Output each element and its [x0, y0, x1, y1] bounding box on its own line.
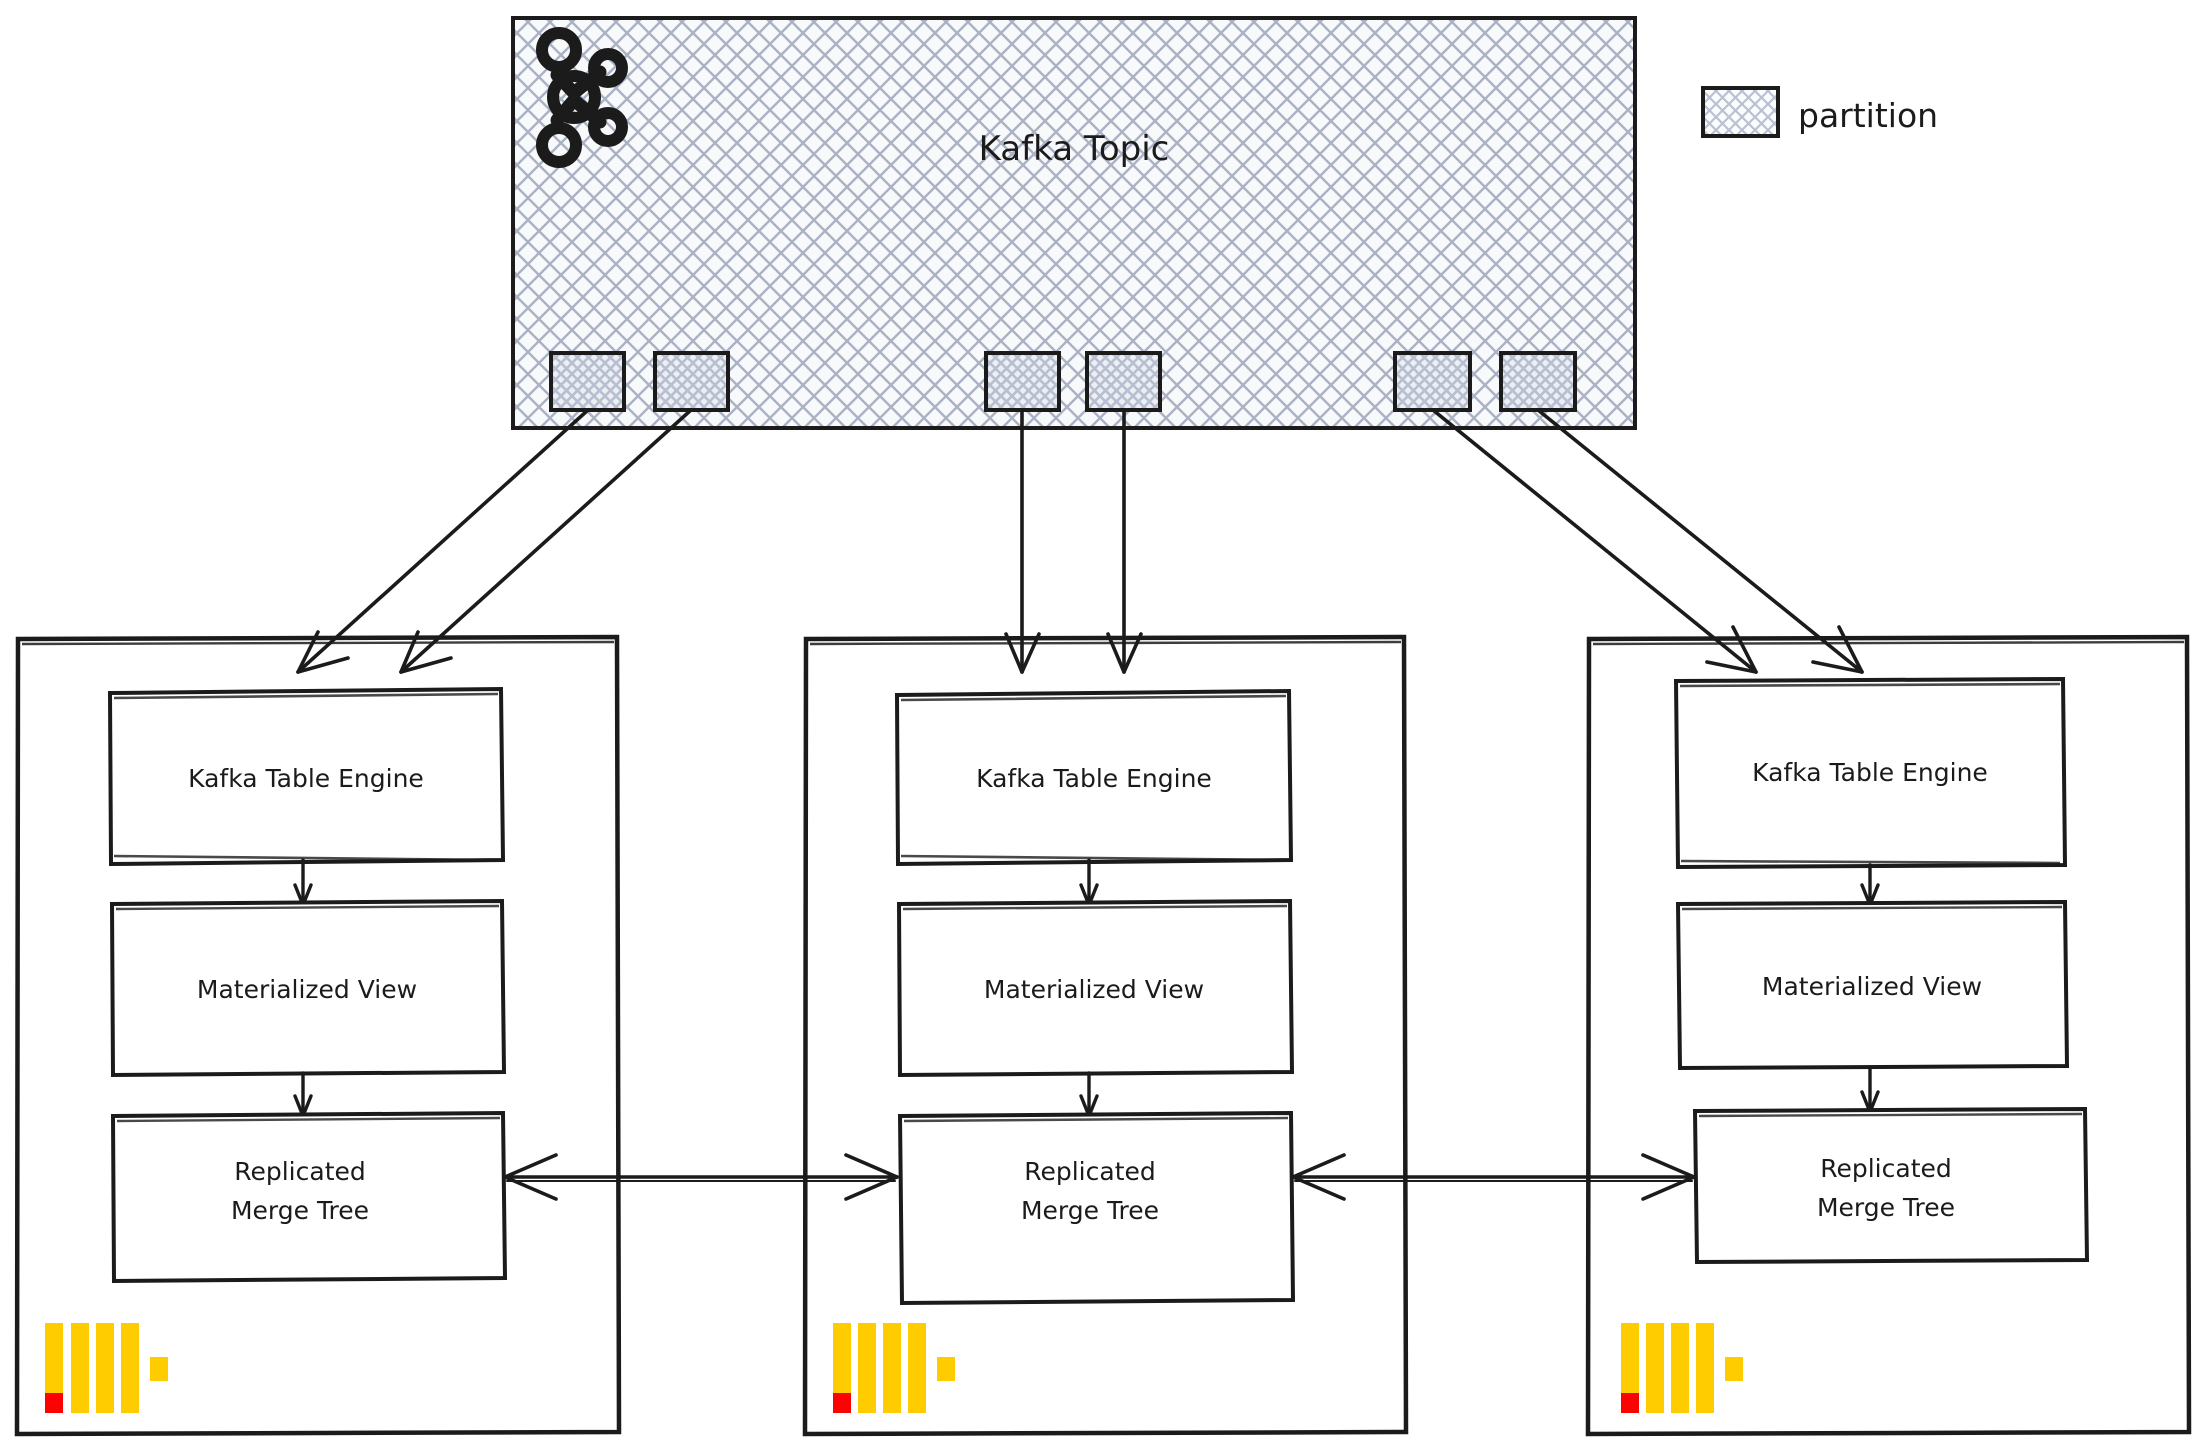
ingest-arrows [296, 408, 1864, 674]
replicated-merge-tree-1-label-line1: Replicated [234, 1157, 366, 1186]
clickhouse-logo-icon [1621, 1323, 1743, 1413]
clickhouse-node-1[interactable]: Kafka Table Engine Materialized View Rep… [14, 634, 622, 1437]
replicated-merge-tree-1[interactable]: Replicated Merge Tree [110, 1110, 508, 1284]
legend-label: partition [1798, 96, 1938, 135]
kafka-table-engine-1[interactable]: Kafka Table Engine [107, 686, 506, 867]
partition-chip-5[interactable] [1393, 351, 1472, 412]
replicated-merge-tree-3[interactable]: Replicated Merge Tree [1692, 1106, 2090, 1265]
kafka-table-engine-3[interactable]: Kafka Table Engine [1673, 676, 2068, 870]
arrow-partition5-to-node3 [1431, 408, 1758, 674]
arrow-mv1-to-rmt1 [293, 1071, 313, 1118]
arrow-kte1-to-mv1 [293, 858, 313, 907]
partition-chip-3[interactable] [984, 351, 1061, 412]
clickhouse-node-3[interactable]: Kafka Table Engine Materialized View Rep… [1585, 634, 2192, 1437]
arrow-kte2-to-mv2 [1079, 858, 1099, 907]
replicated-merge-tree-3-label-line1: Replicated [1820, 1154, 1952, 1183]
materialized-view-2-label: Materialized View [984, 975, 1204, 1004]
kafka-table-engine-1-label: Kafka Table Engine [188, 764, 424, 793]
cluster-2-border[interactable] [802, 634, 1409, 1437]
replicated-merge-tree-2-label-line1: Replicated [1024, 1157, 1156, 1186]
partition-swatch-icon [1701, 86, 1780, 138]
partition-chip-1[interactable] [549, 351, 626, 412]
replicated-merge-tree-2-label-line2: Merge Tree [1021, 1196, 1159, 1225]
arrow-mv3-to-rmt3 [1860, 1066, 1880, 1114]
kafka-table-engine-3-label: Kafka Table Engine [1752, 758, 1988, 787]
partition-chip-2[interactable] [653, 351, 730, 412]
clickhouse-logo-icon [833, 1323, 955, 1413]
materialized-view-1-label: Materialized View [197, 975, 417, 1004]
kafka-topic-title: Kafka Topic [979, 129, 1170, 169]
kafka-table-engine-2[interactable]: Kafka Table Engine [894, 688, 1294, 867]
arrow-mv2-to-rmt2 [1079, 1071, 1099, 1118]
materialized-view-1[interactable]: Materialized View [109, 898, 507, 1078]
replicated-merge-tree-3-label-line2: Merge Tree [1817, 1193, 1955, 1222]
materialized-view-2[interactable]: Materialized View [896, 898, 1295, 1078]
materialized-view-3-label: Materialized View [1762, 972, 1982, 1001]
clickhouse-logo-icon [45, 1323, 168, 1413]
materialized-view-3[interactable]: Materialized View [1675, 899, 2070, 1071]
cluster-3-border[interactable] [1585, 634, 2192, 1437]
replicated-merge-tree-1-label-line2: Merge Tree [231, 1196, 369, 1225]
partition-chip-6[interactable] [1499, 351, 1577, 412]
replicated-merge-tree-2[interactable]: Replicated Merge Tree [897, 1110, 1296, 1306]
replication-arrows [503, 1153, 1696, 1201]
cluster-1-border[interactable] [14, 634, 622, 1437]
legend: partition [1701, 86, 1938, 138]
clickhouse-node-2[interactable]: Kafka Table Engine Materialized View Rep… [802, 634, 1409, 1437]
arrow-partition6-to-node3 [1536, 408, 1864, 674]
kafka-topic-group[interactable]: Kafka Topic [511, 16, 1637, 430]
partition-chip-4[interactable] [1085, 351, 1162, 412]
arrow-kte3-to-mv3 [1860, 863, 1880, 907]
kafka-table-engine-2-label: Kafka Table Engine [976, 764, 1212, 793]
arrow-partition1-to-node1 [296, 408, 590, 674]
kafka-logo-icon [536, 27, 628, 168]
arrow-partition2-to-node1 [399, 408, 693, 674]
